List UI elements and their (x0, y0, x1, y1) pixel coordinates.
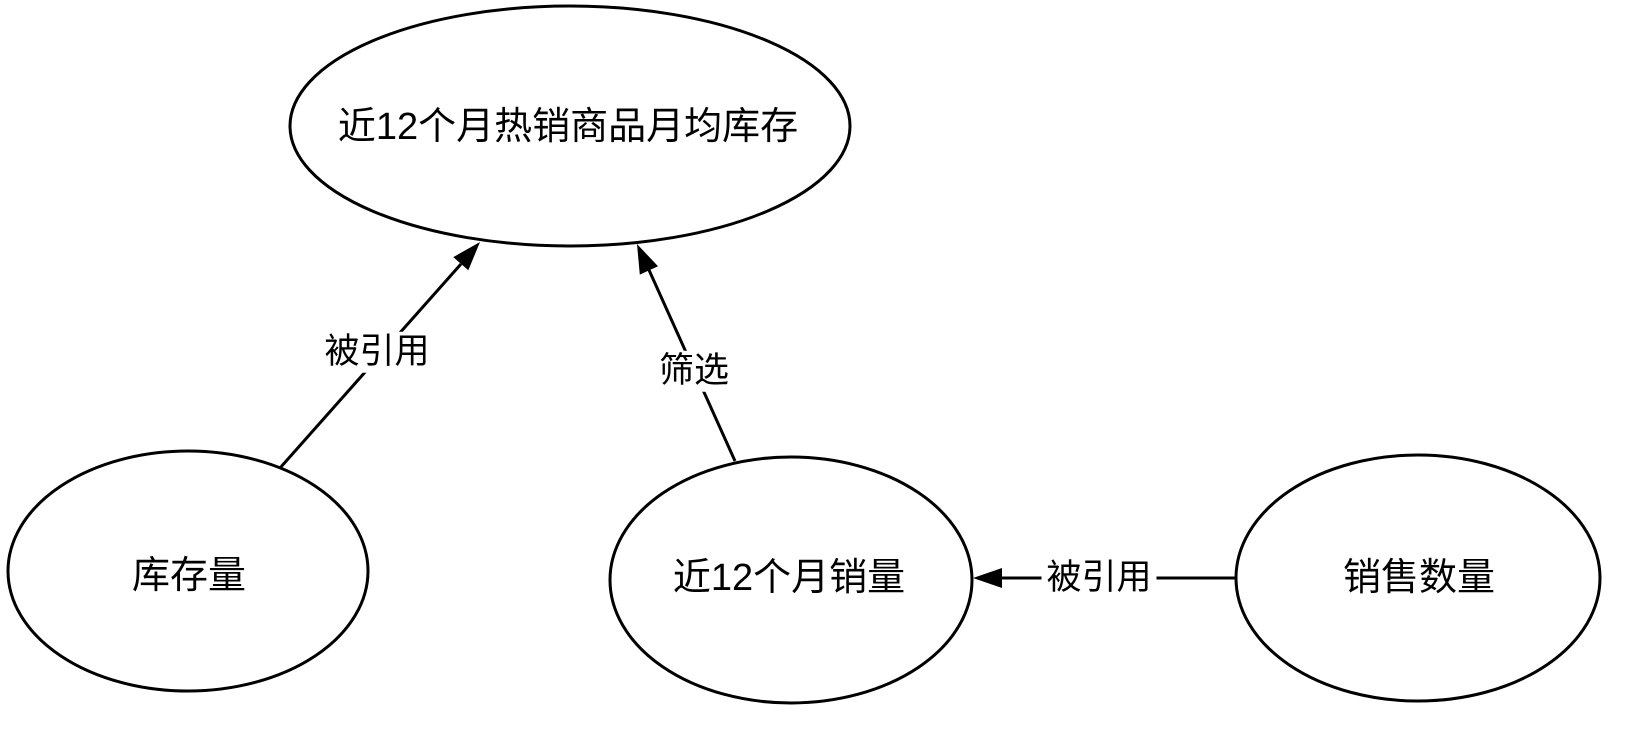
edge-label-inventory-to-avg: 被引用 (319, 331, 435, 373)
node-label-sales-quantity: 销售数量 (1342, 557, 1496, 600)
edge-arrowhead-salesqty-to-sales12m (973, 568, 1002, 588)
node-ellipse-sales-quantity (1234, 453, 1602, 703)
edge-label-sales12m-to-avg: 筛选 (653, 350, 735, 392)
node-label-inventory-quantity: 库存量 (131, 555, 247, 598)
edge-arrowhead-inventory-to-avg (453, 242, 480, 271)
node-ellipse-sales-last-12-months (608, 455, 974, 705)
node-ellipse-monthly-avg-inventory (288, 4, 852, 248)
edge-arrowhead-sales12m-to-avg (637, 244, 658, 275)
edge-label-salesqty-to-sales12m: 被引用 (1041, 557, 1157, 599)
node-label-sales-last-12-months: 近12个月销量 (672, 557, 906, 600)
node-label-monthly-avg-inventory: 近12个月热销商品月均库存 (337, 106, 799, 149)
node-ellipse-inventory-quantity (6, 449, 370, 693)
